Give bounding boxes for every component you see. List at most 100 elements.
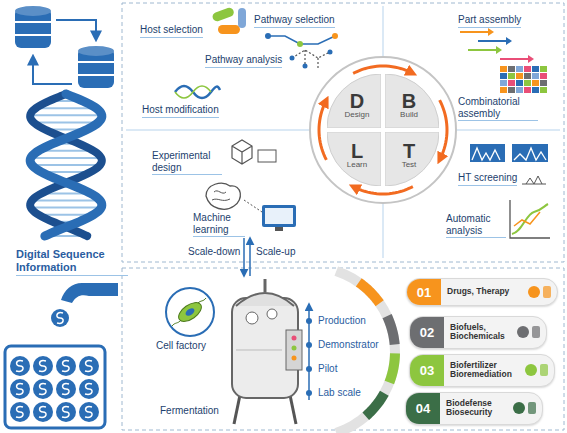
coin-hand xyxy=(51,309,69,327)
upper-icons xyxy=(516,73,523,79)
upper-icons xyxy=(524,87,531,93)
database-icons xyxy=(78,61,114,63)
dna-helix xyxy=(30,94,102,236)
scale-arrows xyxy=(243,238,245,276)
upper-icons xyxy=(206,183,240,209)
coin-hand xyxy=(85,407,92,418)
upper-icons xyxy=(516,87,523,93)
upper-icons xyxy=(514,212,540,226)
quadrant-shape xyxy=(385,74,439,128)
upper-icons xyxy=(244,200,262,212)
dbtl-ring xyxy=(310,57,456,203)
upper-icons xyxy=(508,80,515,86)
application-icon xyxy=(524,361,550,379)
scale-arrows xyxy=(244,238,250,276)
coin-hand xyxy=(57,313,63,324)
coin-hand xyxy=(16,361,23,372)
stage-name: Design xyxy=(335,111,379,120)
upper-icons xyxy=(532,66,539,72)
coin-hand xyxy=(62,407,69,418)
upper-icons xyxy=(508,73,515,79)
stage-name: Test xyxy=(387,161,431,170)
scale-line xyxy=(306,390,312,396)
upper-icons xyxy=(175,86,220,98)
scale-line xyxy=(306,318,312,324)
stage-name: Build xyxy=(387,111,431,120)
database-icons xyxy=(15,6,114,88)
upper-icons xyxy=(524,73,531,79)
application-icon xyxy=(516,323,542,341)
step-label: Experimental design xyxy=(152,150,222,175)
upper-icons xyxy=(508,87,515,93)
step-label: Machine learning xyxy=(193,212,245,237)
dna-helix xyxy=(30,114,102,116)
scale-line xyxy=(306,304,312,400)
upper-icons xyxy=(238,8,246,28)
cycle-quadrant: LLearn xyxy=(327,132,381,186)
upper-icons xyxy=(500,66,547,93)
upper-icons xyxy=(303,64,308,69)
quadrant-text: BBuild xyxy=(387,91,431,120)
coin-hand xyxy=(16,407,23,418)
application-arc xyxy=(366,393,385,416)
bioreactor xyxy=(286,330,302,370)
database-icons xyxy=(78,46,114,56)
upper-icons xyxy=(532,80,539,86)
database-icons xyxy=(33,56,72,84)
bioreactor xyxy=(292,346,297,351)
upper-icons xyxy=(297,41,303,47)
callout-number: 01 xyxy=(407,279,441,305)
application-pill: 01Drugs, Therapy xyxy=(406,278,558,306)
step-label: Scale-up xyxy=(256,246,295,258)
upper-icons xyxy=(275,227,283,231)
panel-frames xyxy=(122,3,564,262)
dna-helix xyxy=(31,207,102,209)
scale-label: Demonstrator xyxy=(318,339,379,351)
upper-icons xyxy=(512,144,548,162)
upper-icons xyxy=(540,80,547,86)
panel-frames xyxy=(122,3,564,430)
coin-hand xyxy=(5,283,118,428)
cell-factory xyxy=(172,298,206,326)
database-icons xyxy=(56,20,96,40)
quadrant-text: LLearn xyxy=(335,141,379,170)
scale-line xyxy=(306,366,312,372)
stage-letter: T xyxy=(387,141,431,161)
step-label: Pathway selection xyxy=(254,14,335,28)
upper-icons xyxy=(540,87,547,93)
callout-number: 04 xyxy=(406,393,440,424)
upper-icons xyxy=(500,55,534,63)
dna-helix xyxy=(30,94,102,236)
upper-icons xyxy=(232,140,252,164)
quadrant-shape xyxy=(385,132,439,186)
quadrant-shape xyxy=(327,74,381,128)
upper-icons xyxy=(508,66,515,72)
application-arc xyxy=(336,271,395,433)
step-label: Digital Sequence Information xyxy=(16,248,128,276)
upper-icons xyxy=(540,73,547,79)
coin-hand xyxy=(39,384,46,395)
upper-icons xyxy=(332,33,338,39)
bioreactor xyxy=(290,395,296,424)
coin-hand xyxy=(5,346,105,428)
cycle-quadrant: TTest xyxy=(385,132,439,186)
upper-icons xyxy=(211,6,235,22)
dbtl-ring xyxy=(310,57,456,203)
cell-factory xyxy=(166,288,214,336)
upper-icons xyxy=(212,191,230,201)
application-pill: 02Biofuels, Biochemicals xyxy=(409,316,547,349)
upper-icons xyxy=(522,176,546,184)
scale-line xyxy=(306,342,312,348)
quadrant-text: TTest xyxy=(387,141,431,170)
coin-hand xyxy=(10,402,30,422)
coin-hand xyxy=(10,356,30,376)
upper-icons xyxy=(468,46,502,54)
upper-icons xyxy=(175,6,550,238)
coin-hand xyxy=(85,361,92,372)
upper-icons xyxy=(265,208,293,224)
application-arc xyxy=(336,271,395,433)
upper-icons xyxy=(258,150,276,162)
application-pill: 03Biofertilizer Bioremediation xyxy=(409,354,555,387)
step-label: Pathway analysis xyxy=(205,54,282,68)
